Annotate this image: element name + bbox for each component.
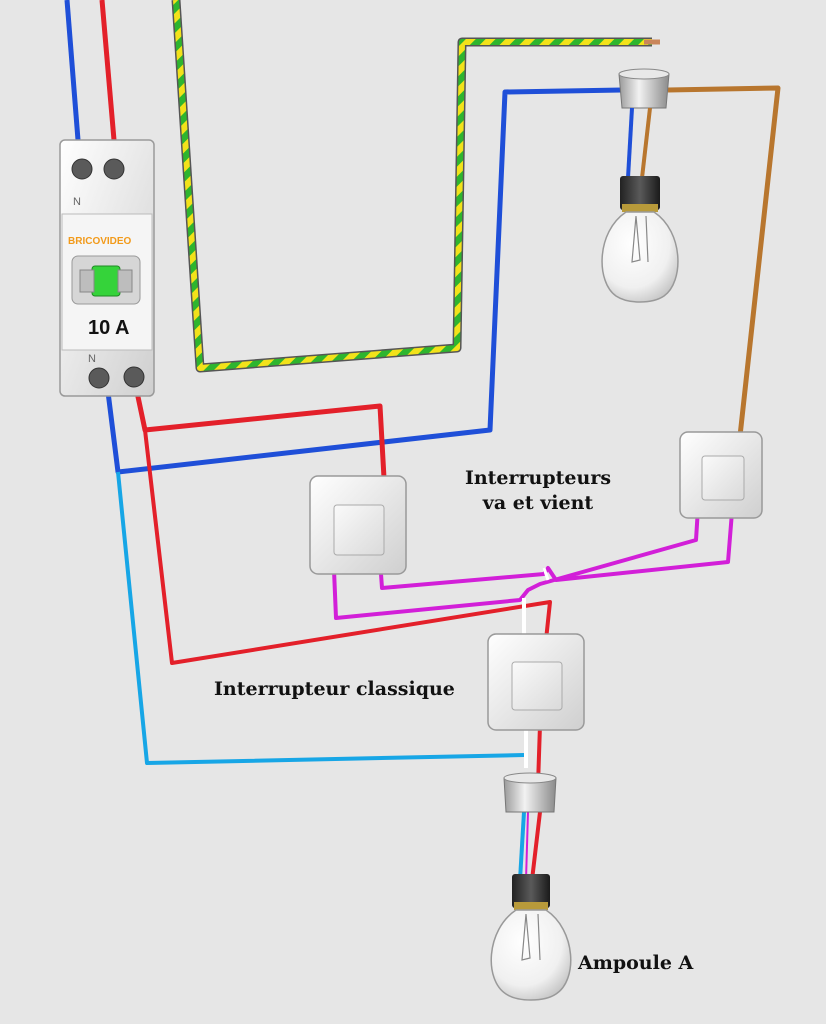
label-classic-switch: Interrupteur classique bbox=[214, 678, 455, 700]
breaker-terminal-icon bbox=[103, 158, 125, 180]
feed-phase-wire bbox=[99, 0, 117, 141]
feed-neutral-wire bbox=[64, 0, 81, 141]
classic-switch[interactable] bbox=[487, 633, 585, 731]
top-lamp-lead-brown bbox=[640, 107, 652, 179]
traveler-wire-1 bbox=[378, 511, 734, 590]
bulb-a-icon bbox=[490, 874, 572, 1001]
traveler-wire-2 bbox=[332, 507, 700, 620]
two-way-switch-left[interactable] bbox=[309, 475, 407, 575]
label-bulb-a: Ampoule A bbox=[578, 952, 694, 974]
breaker-rating: 10 A bbox=[88, 317, 130, 339]
neutral-wire-lamp-a bbox=[116, 471, 525, 765]
phase-wire-classic bbox=[143, 429, 552, 665]
top-lamp-lead-blue bbox=[626, 107, 634, 179]
return-wire-brown bbox=[667, 85, 781, 437]
junction-cap-top bbox=[618, 68, 670, 109]
breaker-neutral-mark: N bbox=[73, 196, 81, 208]
label-two-way-line2: va et vient bbox=[482, 492, 594, 514]
breaker-terminal-icon bbox=[123, 366, 145, 388]
two-way-switch-right[interactable] bbox=[679, 431, 763, 519]
traveler-wire-lamp-a-drop bbox=[525, 811, 529, 881]
label-two-way-switches: Interrupteurs va et vient bbox=[452, 466, 624, 516]
neutral-wire-top-lamp bbox=[105, 87, 623, 475]
label-two-way-line1: Interrupteurs bbox=[464, 467, 612, 489]
junction-cap-bottom bbox=[503, 772, 557, 813]
breaker-terminal-icon bbox=[88, 367, 110, 389]
phase-wire-two-way bbox=[134, 391, 387, 479]
traveler-crossing bbox=[542, 567, 550, 581]
breaker-toggle[interactable] bbox=[91, 265, 121, 297]
bulb-top-icon bbox=[601, 176, 679, 303]
neutral-wire-lamp-a-drop bbox=[518, 811, 526, 881]
breaker-brand: BRICOVIDEO bbox=[68, 236, 132, 247]
breaker-neutral-mark-bottom: N bbox=[88, 353, 96, 365]
circuit-breaker bbox=[59, 139, 155, 397]
breaker-terminal-icon bbox=[71, 158, 93, 180]
earth-wire bbox=[171, 0, 652, 373]
